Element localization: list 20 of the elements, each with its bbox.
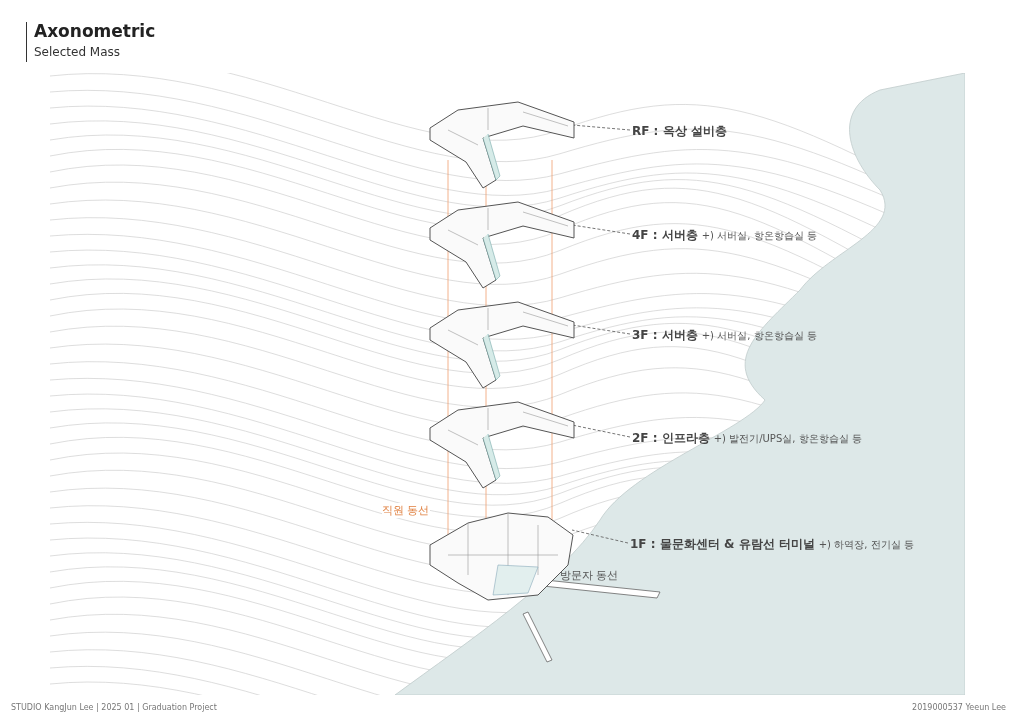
floor-label: RF : 옥상 설비층 bbox=[632, 124, 727, 138]
footer-text: 2019000537 Yeeun Lee bbox=[912, 703, 1006, 712]
title: Axonometric bbox=[34, 21, 156, 41]
leader-line bbox=[571, 529, 629, 544]
floor-label: 1F : 물문화센터 & 유람선 터미널 bbox=[630, 537, 815, 551]
circulation-note: 방문자 동선 bbox=[560, 568, 619, 583]
floor-plate-drawing bbox=[429, 301, 575, 389]
floor-plate-drawing bbox=[429, 201, 575, 289]
subtitle: Selected Mass bbox=[34, 45, 121, 59]
floor-label: 2F : 인프라층 bbox=[632, 431, 710, 445]
floor-note: +) 서버실, 항온항습실 등 bbox=[701, 330, 817, 341]
floor-note: +) 서버실, 항온항습실 등 bbox=[701, 230, 817, 241]
circulation-note: 직원 동선 bbox=[382, 503, 430, 518]
floor-note: +) 발전기/UPS실, 항온항습실 등 bbox=[713, 433, 862, 444]
floor-note: +) 하역장, 전기실 등 bbox=[818, 539, 914, 550]
floor-plate-drawing bbox=[429, 101, 575, 189]
floor-label: 4F : 서버층 bbox=[632, 228, 698, 242]
footer-text: STUDIO KangJun Lee | 2025 01 | Graduation Project bbox=[11, 703, 217, 712]
floor-label: 3F : 서버층 bbox=[632, 328, 698, 342]
floor-plate-drawing bbox=[429, 401, 575, 489]
